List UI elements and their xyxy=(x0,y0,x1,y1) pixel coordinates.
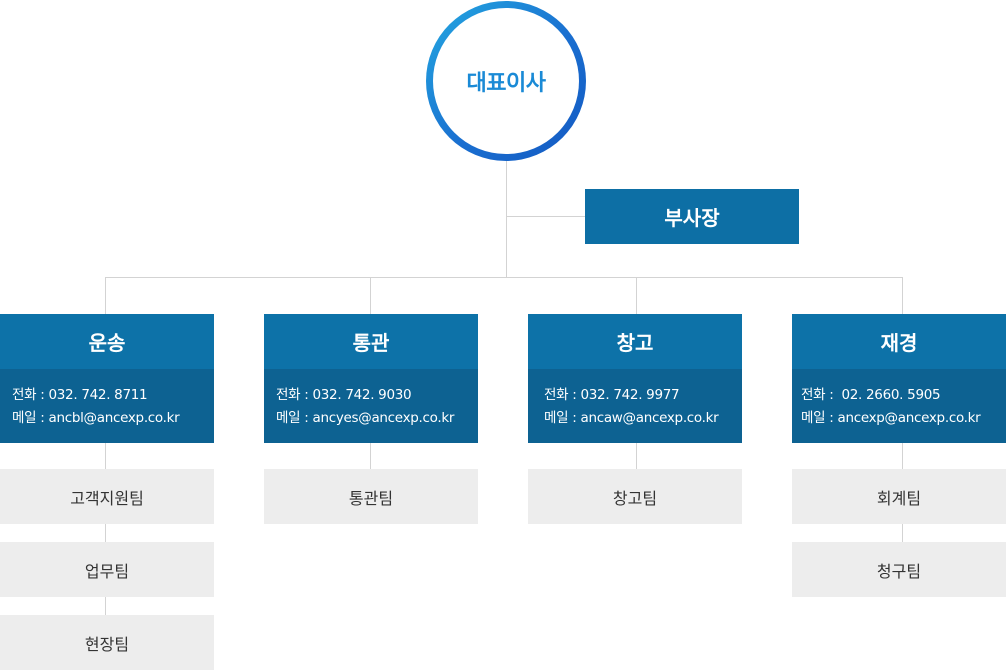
department-email: 메일 : ancbl@ancexp.co.kr xyxy=(12,410,180,426)
department-name: 재경 xyxy=(880,331,918,355)
department-email: 메일 : ancyes@ancexp.co.kr xyxy=(276,410,455,426)
department-name: 통관 xyxy=(352,331,390,355)
department-drop-connector xyxy=(902,277,903,314)
department-customs: 통관 전화 : 032. 742. 9030 메일 : ancyes@ancex… xyxy=(264,314,478,443)
department-phone: 전화 : 032. 742. 9030 xyxy=(276,387,412,403)
ceo-label: 대표이사 xyxy=(466,71,546,96)
department-drop-connector xyxy=(105,277,106,314)
department-phone: 전화 : 032. 742. 9977 xyxy=(544,387,680,403)
department-horizontal-connector xyxy=(105,277,903,278)
department-header: 운송 xyxy=(0,314,214,369)
team-box: 청구팀 xyxy=(792,542,1006,597)
team-label: 회계팀 xyxy=(876,488,922,508)
department-contact: 전화 : 032. 742. 9977 메일 : ancaw@ancexp.co… xyxy=(528,369,742,443)
ceo-node-inner: 대표이사 xyxy=(433,8,579,154)
team-box: 통관팀 xyxy=(264,469,478,524)
ceo-node: 대표이사 xyxy=(426,1,586,161)
team-connector xyxy=(636,443,637,469)
team-label: 업무팀 xyxy=(84,561,130,581)
team-box: 현장팀 xyxy=(0,615,214,670)
department-phone: 전화 : 032. 742. 8711 xyxy=(12,387,148,403)
department-header: 창고 xyxy=(528,314,742,369)
vice-president-label: 부사장 xyxy=(664,206,720,230)
department-finance: 재경 전화 : 02. 2660. 5905 메일 : ancexp@ancex… xyxy=(792,314,1006,443)
department-contact: 전화 : 032. 742. 9030 메일 : ancyes@ancexp.c… xyxy=(264,369,478,443)
department-phone: 전화 : 02. 2660. 5905 xyxy=(801,387,941,403)
team-label: 창고팀 xyxy=(612,488,658,508)
department-name: 운송 xyxy=(88,331,126,355)
team-box: 회계팀 xyxy=(792,469,1006,524)
department-header: 재경 xyxy=(792,314,1006,369)
department-drop-connector xyxy=(636,277,637,314)
department-transport: 운송 전화 : 032. 742. 8711 메일 : ancbl@ancexp… xyxy=(0,314,214,443)
ceo-down-connector xyxy=(506,161,507,278)
department-email: 메일 : ancexp@ancexp.co.kr xyxy=(801,410,981,426)
team-connector xyxy=(370,443,371,469)
department-email: 메일 : ancaw@ancexp.co.kr xyxy=(544,410,719,426)
vp-branch-connector xyxy=(506,216,585,217)
team-box: 고객지원팀 xyxy=(0,469,214,524)
team-box: 창고팀 xyxy=(528,469,742,524)
department-name: 창고 xyxy=(616,331,654,355)
department-warehouse: 창고 전화 : 032. 742. 9977 메일 : ancaw@ancexp… xyxy=(528,314,742,443)
department-drop-connector xyxy=(370,277,371,314)
team-label: 현장팀 xyxy=(84,634,130,654)
team-connector xyxy=(105,443,106,615)
department-contact: 전화 : 032. 742. 8711 메일 : ancbl@ancexp.co… xyxy=(0,369,214,443)
vice-president-node: 부사장 xyxy=(585,189,799,244)
department-header: 통관 xyxy=(264,314,478,369)
team-label: 통관팀 xyxy=(348,488,394,508)
department-contact: 전화 : 02. 2660. 5905 메일 : ancexp@ancexp.c… xyxy=(792,369,1006,443)
team-label: 고객지원팀 xyxy=(70,488,144,508)
team-label: 청구팀 xyxy=(876,561,922,581)
team-box: 업무팀 xyxy=(0,542,214,597)
